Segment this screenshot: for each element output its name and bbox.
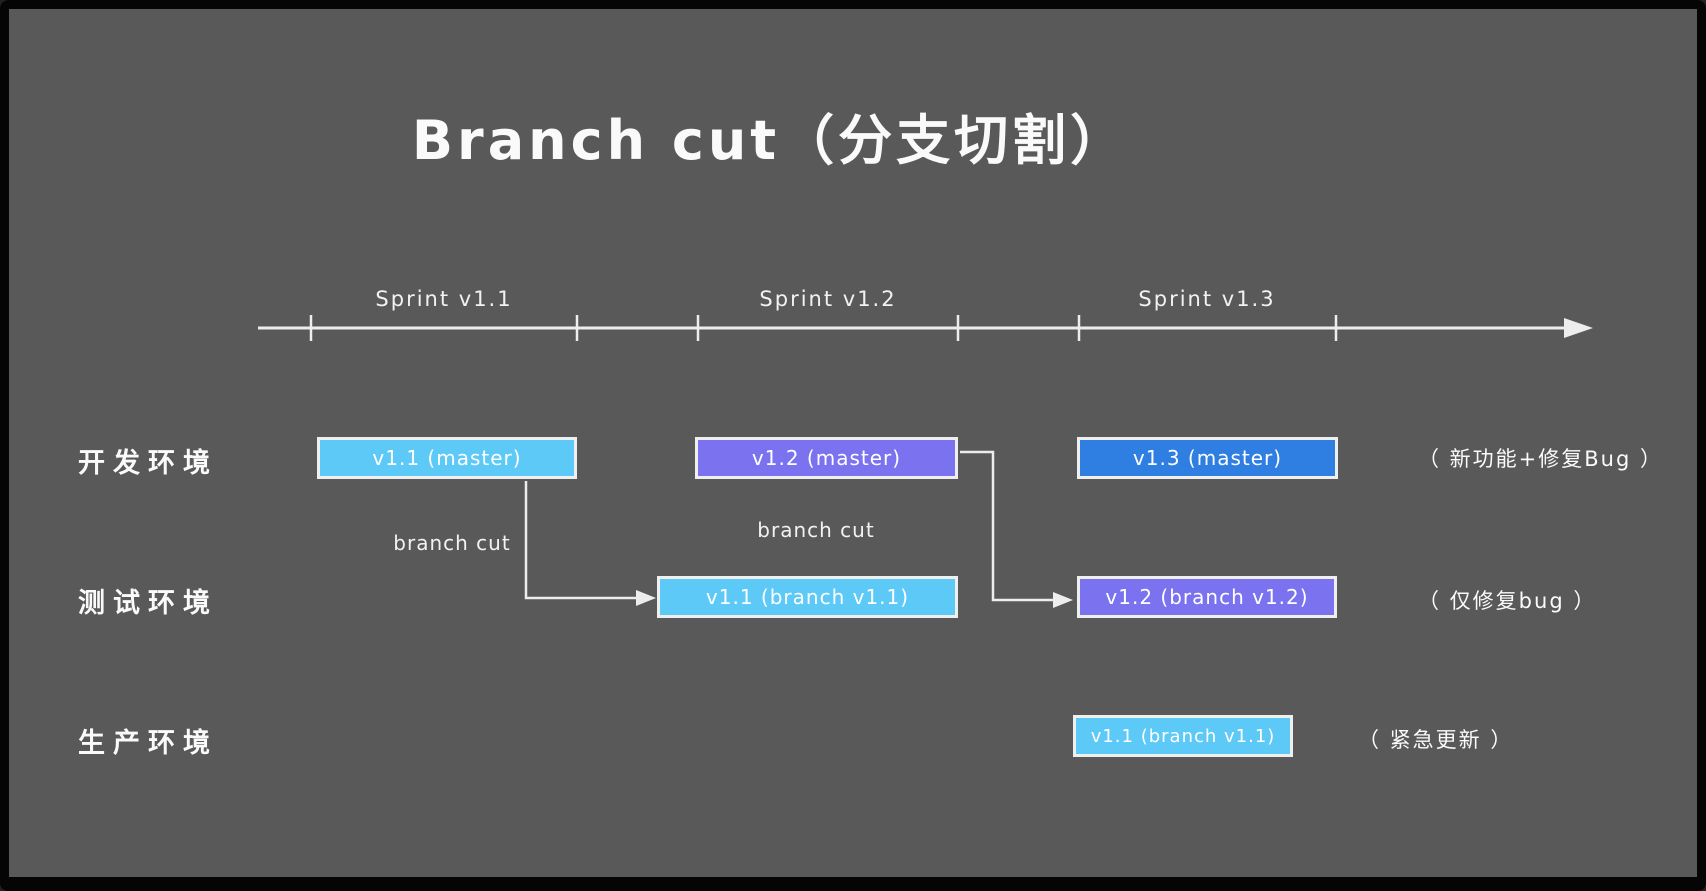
branch-cut-connector-2 <box>960 450 1056 602</box>
row-annotation-prod: （ 紧急更新 ） <box>1358 728 1514 752</box>
page-title: Branch cut（分支切割） <box>411 109 1129 172</box>
version-box-label: v1.1 (branch v1.1) <box>1090 725 1276 747</box>
version-box-test-v1.1-branch: v1.1 (branch v1.1) <box>657 576 958 618</box>
sprint-label-v1.1: Sprint v1.1 <box>375 287 513 311</box>
branch-cut-connector-1-arrowhead-icon <box>636 590 656 606</box>
sprint-label-v1.2: Sprint v1.2 <box>759 287 897 311</box>
row-annotation-dev: （ 新功能+修复Bug ） <box>1418 447 1663 471</box>
row-label-prod-environment: 生产环境 <box>78 728 218 759</box>
row-label-test-environment: 测试环境 <box>78 588 218 619</box>
row-label-dev-environment: 开发环境 <box>78 448 218 479</box>
branch-cut-connector-2-arrowhead-icon <box>1053 592 1073 608</box>
sprint-label-v1.3: Sprint v1.3 <box>1138 287 1276 311</box>
version-box-label: v1.1 (master) <box>372 446 522 470</box>
version-box-dev-v1.3-master: v1.3 (master) <box>1077 437 1338 479</box>
version-box-dev-v1.2-master: v1.2 (master) <box>695 437 958 479</box>
row-annotation-test: （ 仅修复bug ） <box>1418 589 1597 613</box>
version-box-label: v1.1 (branch v1.1) <box>705 585 910 609</box>
version-box-test-v1.2-branch: v1.2 (branch v1.2) <box>1077 576 1337 618</box>
version-box-label: v1.2 (branch v1.2) <box>1105 585 1309 609</box>
version-box-label: v1.3 (master) <box>1132 446 1283 470</box>
branch-cut-label-2: branch cut <box>757 518 875 542</box>
version-box-dev-v1.1-master: v1.1 (master) <box>317 437 577 479</box>
branch-cut-label-1: branch cut <box>393 531 511 555</box>
branch-cut-connector-1 <box>524 481 640 600</box>
version-box-label: v1.2 (master) <box>751 446 902 470</box>
version-box-prod-v1.1-branch: v1.1 (branch v1.1) <box>1073 715 1293 757</box>
timeline-arrowhead-icon <box>1564 318 1593 338</box>
